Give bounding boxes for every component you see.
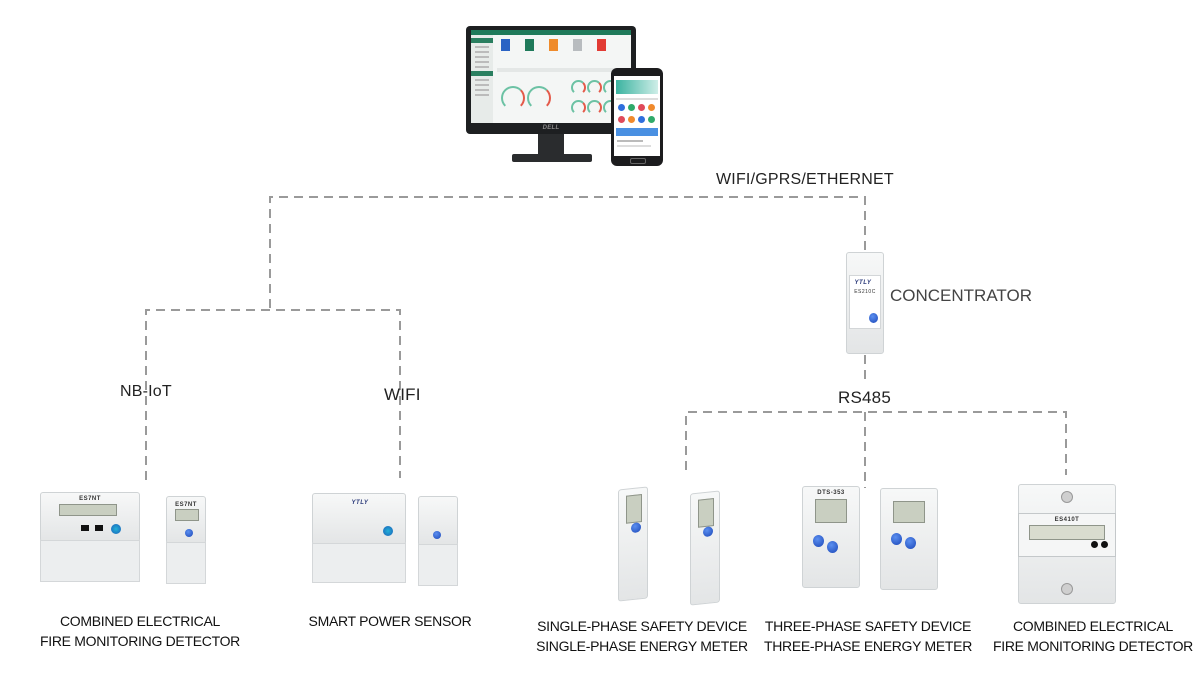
uplink-line xyxy=(269,196,866,308)
terminal-block xyxy=(418,544,458,586)
combined-detector-small-model: ES7NT xyxy=(175,502,197,508)
concentrator-label: CONCENTRATOR xyxy=(890,286,1032,305)
caption-single-phase: SINGLE-PHASE SAFETY DEVICE SINGLE-PHASE … xyxy=(532,616,752,656)
smart-power-sensor-small xyxy=(418,496,458,546)
concentrator-model: ES210C xyxy=(854,289,876,295)
combined-detector-large-model: ES7NT xyxy=(79,496,101,502)
uplink-label: WIFI/GPRS/ETHERNET xyxy=(716,171,894,188)
three-phase-safety-model: DTS-353 xyxy=(817,490,845,496)
caption-combined-detector-1: COMBINED ELECTRICAL FIRE MONITORING DETE… xyxy=(30,611,250,651)
monitor-brand-logo: DELL xyxy=(542,125,560,131)
phone-home-button xyxy=(630,158,646,164)
monitor-stand-base xyxy=(512,154,592,162)
three-phase-energy-meter xyxy=(880,488,938,590)
terminal-block xyxy=(312,543,406,583)
caption-line: COMBINED ELECTRICAL xyxy=(60,613,220,629)
mounting-screw-icon xyxy=(1061,491,1073,503)
three-phase-safety-device: DTS-353 xyxy=(802,486,860,588)
caption-three-phase: THREE-PHASE SAFETY DEVICE THREE-PHASE EN… xyxy=(758,616,978,656)
reset-knob xyxy=(631,522,641,534)
lcd-display xyxy=(59,504,117,516)
single-phase-energy-meter xyxy=(690,490,720,606)
monitor-stand xyxy=(538,134,564,156)
mounting-screw-icon xyxy=(1061,583,1073,595)
lcd-display xyxy=(893,501,925,523)
control-knob xyxy=(813,535,824,547)
concentrator-brand: YTLY xyxy=(854,280,872,286)
reset-knob xyxy=(703,526,713,538)
dashboard-screen xyxy=(471,30,631,123)
terminal-block xyxy=(166,542,206,584)
smart-power-sensor-large: YTLY xyxy=(312,493,406,545)
reset-knob xyxy=(185,529,193,537)
caption-line: SMART POWER SENSOR xyxy=(308,613,472,629)
combined-detector-large: ES7NT xyxy=(40,492,140,542)
meter-button xyxy=(1101,541,1108,548)
lcd-display xyxy=(626,494,642,524)
caption-line: THREE-PHASE SAFETY DEVICE xyxy=(764,618,972,634)
wifi-label: WIFI xyxy=(384,385,421,404)
nbiot-label: NB-IoT xyxy=(120,383,172,400)
es410t-model: ES410T xyxy=(1054,517,1080,523)
lcd-display xyxy=(1029,525,1105,540)
caption-smart-power-sensor: SMART POWER SENSOR xyxy=(290,611,490,631)
control-knob xyxy=(905,537,916,549)
reset-knob xyxy=(111,524,121,534)
single-phase-safety-device xyxy=(618,486,648,602)
meter-button xyxy=(95,525,103,531)
lcd-display xyxy=(815,499,847,523)
control-knob xyxy=(891,533,902,545)
caption-line: FIRE MONITORING DETECTOR xyxy=(40,633,240,649)
caption-line: FIRE MONITORING DETECTOR xyxy=(993,638,1193,654)
control-knob xyxy=(827,541,838,553)
desktop-monitor-icon: DELL xyxy=(466,26,636,134)
caption-line: COMBINED ELECTRICAL xyxy=(1013,618,1173,634)
meter-button xyxy=(1091,541,1098,548)
mobile-app-screen xyxy=(614,76,660,156)
reset-knob xyxy=(383,526,393,536)
lcd-display xyxy=(175,509,199,521)
rs485-label: RS485 xyxy=(838,388,891,407)
lcd-display xyxy=(698,498,714,528)
smart-power-sensor-brand: YTLY xyxy=(351,500,369,506)
smartphone-icon xyxy=(611,68,663,166)
meter-button xyxy=(81,525,89,531)
caption-line: SINGLE-PHASE SAFETY DEVICE xyxy=(537,618,747,634)
concentrator-device: YTLY ES210C xyxy=(846,252,884,354)
branch-left-line xyxy=(145,309,401,480)
caption-combined-detector-2: COMBINED ELECTRICAL FIRE MONITORING DETE… xyxy=(986,616,1200,656)
combined-detector-es410t: ES410T xyxy=(1018,484,1116,604)
combined-detector-small: ES7NT xyxy=(166,496,206,544)
reset-knob xyxy=(433,531,441,539)
terminal-block xyxy=(40,540,140,582)
caption-line: SINGLE-PHASE ENERGY METER xyxy=(536,638,748,654)
caption-line: THREE-PHASE ENERGY METER xyxy=(763,638,973,654)
rs485-bus-line xyxy=(685,411,1067,475)
